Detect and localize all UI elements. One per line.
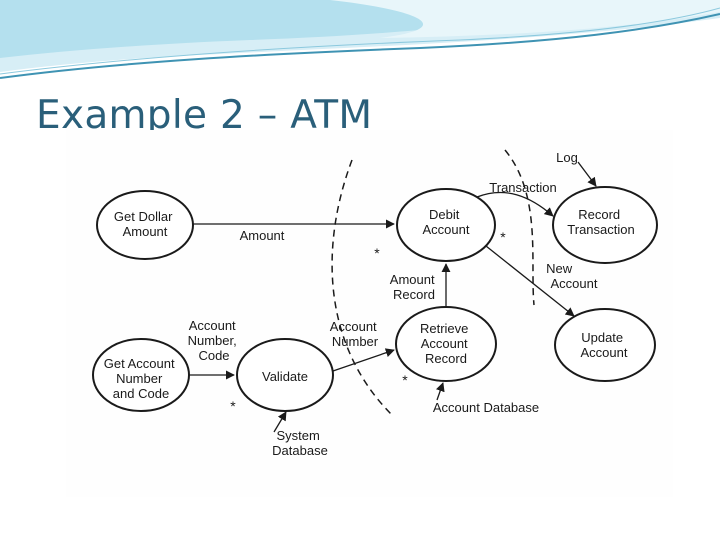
store-account-database-arrow <box>435 382 445 401</box>
asterisk-marker: * <box>500 229 506 245</box>
swoosh-light-wave <box>330 0 720 38</box>
label-flow-amount: Amount <box>240 228 285 243</box>
flow-new-account-arrow <box>485 245 575 317</box>
header-swoosh-decoration <box>0 0 720 79</box>
label-flow-transaction: Transaction <box>489 180 556 195</box>
label-store-log: Log <box>556 150 578 165</box>
boundary-arc-left <box>331 159 393 416</box>
label-flow-new-account: New Account <box>546 261 598 291</box>
label-record-transaction: Record Transaction <box>567 207 634 237</box>
label-get-dollar-amount: Get Dollar Amount <box>114 209 176 239</box>
flow-transaction-arrow <box>476 191 554 217</box>
label-store-account-database: Account Database <box>433 400 539 415</box>
store-system-database-arrow <box>273 411 287 433</box>
label-update-account: Update Account <box>581 330 628 360</box>
label-retrieve-account-record: Retrieve Account Record <box>420 321 472 366</box>
label-validate: Validate <box>262 369 308 384</box>
process-get-dollar-amount <box>96 190 194 260</box>
swoosh-line-dark <box>0 13 720 79</box>
label-store-system-database: System Database <box>272 428 328 458</box>
asterisk-marker: * <box>374 245 380 261</box>
process-update-account <box>554 308 656 382</box>
label-debit-account: Debit Account <box>423 207 470 237</box>
process-validate <box>236 338 334 412</box>
label-flow-amount-record: Amount Record <box>390 272 438 302</box>
label-get-account-number-code: Get Account Number and Code <box>104 356 178 401</box>
flow-account-number-arrow <box>332 348 395 372</box>
label-flow-account-number-code: Account Number, Code <box>188 318 241 363</box>
boundary-arc-right <box>504 149 535 306</box>
process-debit-account <box>396 188 496 262</box>
store-log-arrow <box>577 161 597 187</box>
label-flow-account-number: Account Number <box>330 319 381 349</box>
asterisk-marker: * <box>230 398 236 414</box>
asterisk-marker: * <box>402 372 408 388</box>
slide-title: Example 2 – ATM <box>36 93 373 132</box>
swoosh-line-thin <box>0 7 720 75</box>
process-record-transaction <box>552 186 658 264</box>
